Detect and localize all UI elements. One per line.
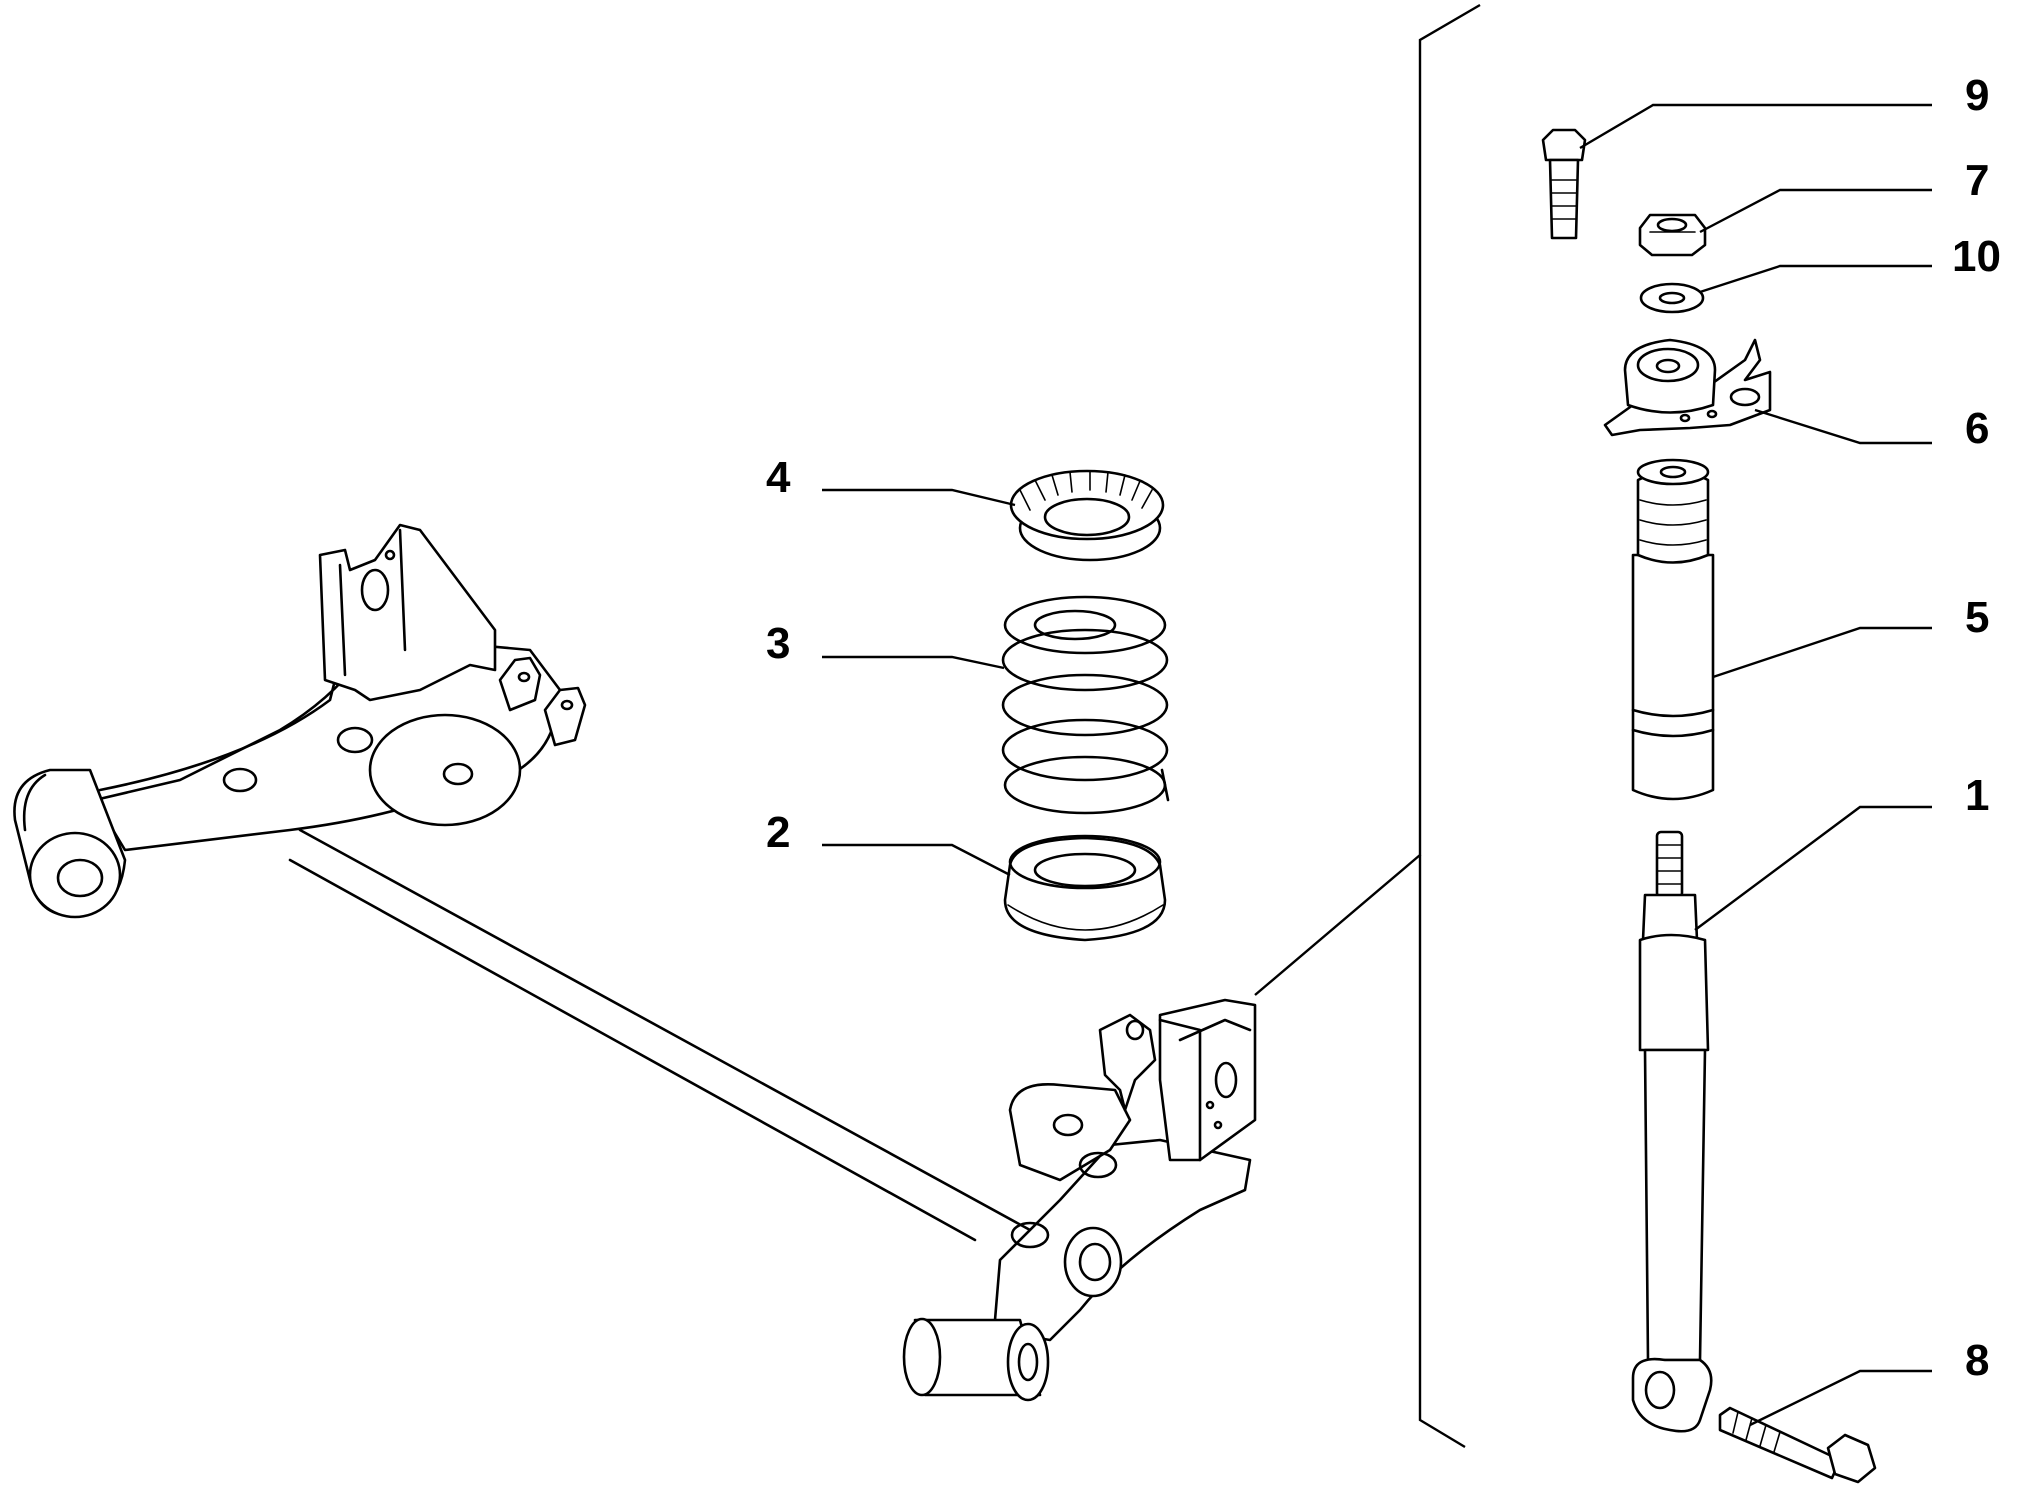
- part-4-upper-spring-seat: [1009, 469, 1165, 562]
- callout-numbers: 9 7 10 6 5 1 8 4 3 2: [766, 71, 2001, 1385]
- part-9-bolt: [1541, 128, 1587, 240]
- callout-10: 10: [1952, 232, 2001, 281]
- callout-5: 5: [1965, 593, 1989, 642]
- part-6-upper-mount: [1603, 338, 1772, 437]
- part-10-washer: [1639, 282, 1705, 314]
- part-7-nut: [1638, 213, 1707, 257]
- callout-1: 1: [1965, 771, 1989, 820]
- rear-axle-beam: [13, 523, 1257, 1402]
- assembly-bracket-line: [1254, 3, 1481, 1449]
- callout-6: 6: [1965, 404, 1989, 453]
- part-5-dust-boot: [1631, 458, 1715, 801]
- leader-lines: [822, 103, 1932, 1427]
- callout-7: 7: [1965, 156, 1989, 205]
- part-3-coil-spring: [1001, 595, 1170, 815]
- callout-2: 2: [766, 808, 790, 857]
- callout-9: 9: [1965, 71, 1989, 120]
- part-1-shock-absorber: [1631, 830, 1713, 1433]
- part-2-lower-spring-seat: [1003, 834, 1167, 942]
- callout-4: 4: [766, 453, 791, 502]
- callout-8: 8: [1965, 1336, 1989, 1385]
- callout-3: 3: [766, 619, 790, 668]
- part-8-lower-bolt: [1718, 1406, 1877, 1484]
